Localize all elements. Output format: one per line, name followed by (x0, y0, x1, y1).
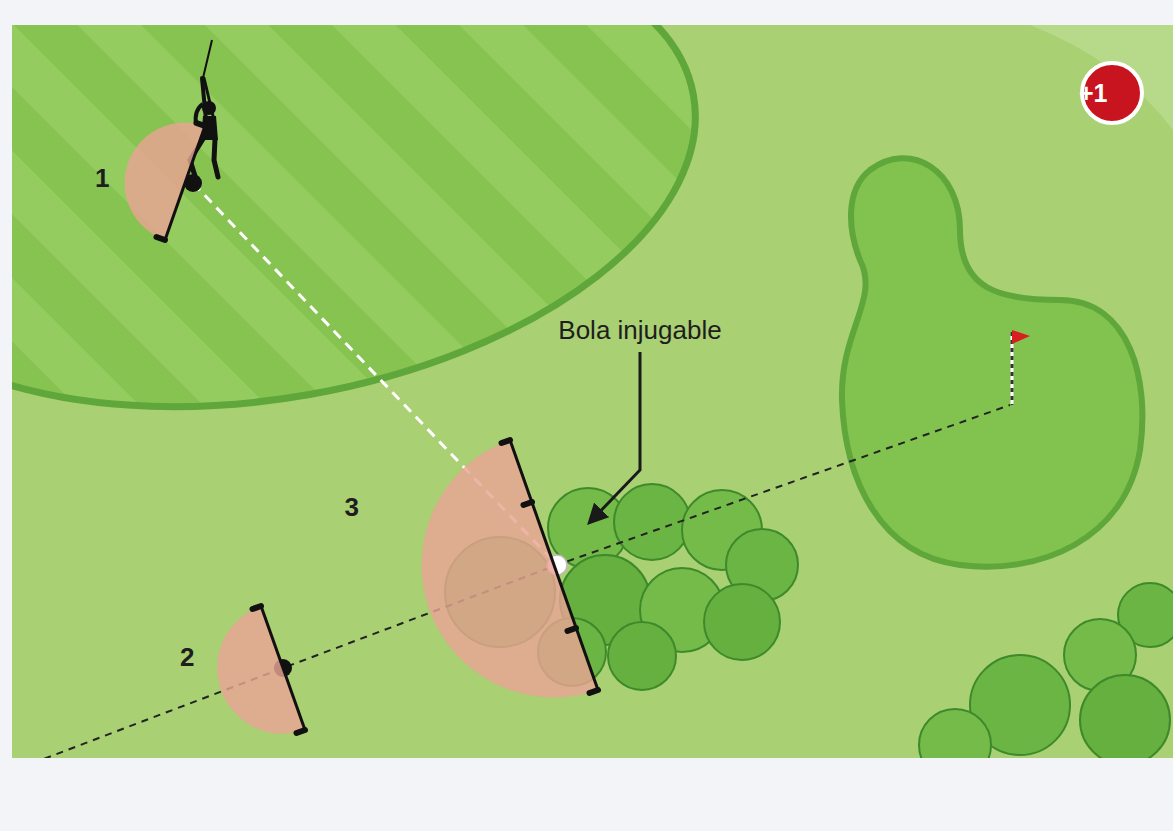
relief-area-fill (217, 606, 305, 734)
club-marker (502, 440, 510, 443)
putting-green (842, 158, 1142, 566)
penalty-stroke: +1 (1079, 81, 1143, 106)
club-marker (157, 237, 165, 240)
relief-area-fill (125, 123, 205, 240)
leader-line (590, 352, 640, 522)
club-length-edge (261, 606, 305, 730)
fairway (12, 25, 733, 469)
relief-area-fill (422, 440, 598, 698)
club-marker (297, 730, 305, 733)
flag (1012, 330, 1030, 344)
ball-unplayable (547, 555, 567, 575)
rough-edge (1030, 25, 1173, 130)
relief-area: 3 (405, 425, 610, 710)
golfer (190, 40, 218, 177)
ball-back-on-line (274, 659, 292, 677)
callout-number: 3 (345, 494, 550, 520)
callout-number: 2 (180, 644, 290, 670)
callout-label: Bola injugable (558, 315, 721, 346)
relief-area: 2 (205, 595, 315, 740)
club-marker (253, 606, 261, 609)
club-marker (524, 502, 532, 505)
penalty-badge: +1 (1080, 61, 1144, 125)
club-length-edge (510, 440, 598, 690)
bush-corner (919, 583, 1173, 758)
half-disc (405, 425, 610, 710)
ball-original (184, 174, 202, 192)
reference-line (20, 405, 1010, 758)
relief-area: 1 (110, 115, 220, 255)
club-marker (590, 690, 598, 693)
callout-number: 1 (95, 165, 205, 191)
club-length-edge (165, 126, 205, 240)
club-marker (197, 123, 205, 126)
half-disc (205, 595, 315, 740)
half-disc (110, 115, 220, 255)
club-marker (568, 628, 576, 631)
